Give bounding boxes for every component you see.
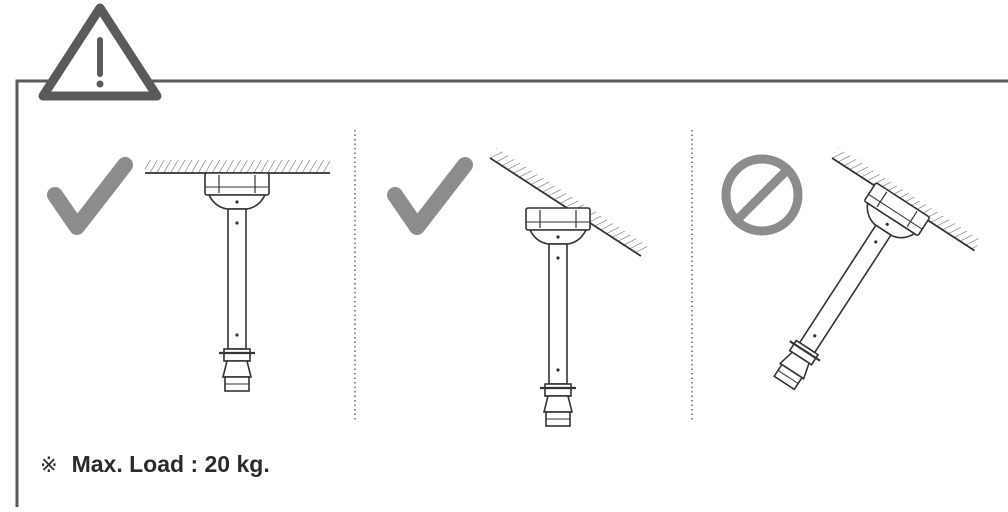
warning-triangle-icon <box>38 3 162 101</box>
max-load-text: Max. Load : 20 kg. <box>71 451 270 477</box>
content-frame <box>15 79 1008 512</box>
max-load-note: ※ Max. Load : 20 kg. <box>40 451 270 478</box>
ceiling-hatch <box>489 147 648 257</box>
check-mark-icon <box>55 165 125 227</box>
pendant-mount <box>524 206 592 428</box>
check-mark-icon <box>395 165 465 227</box>
panel-vertical-flat <box>55 160 330 393</box>
ceiling-hatch <box>145 160 330 174</box>
panel-vertical-sloped <box>395 147 648 428</box>
panel-tilted-sloped <box>721 147 982 402</box>
pendant-mount <box>203 171 271 393</box>
prohibited-icon <box>721 154 803 236</box>
pendant-mount <box>756 181 931 402</box>
note-symbol: ※ <box>40 453 58 477</box>
